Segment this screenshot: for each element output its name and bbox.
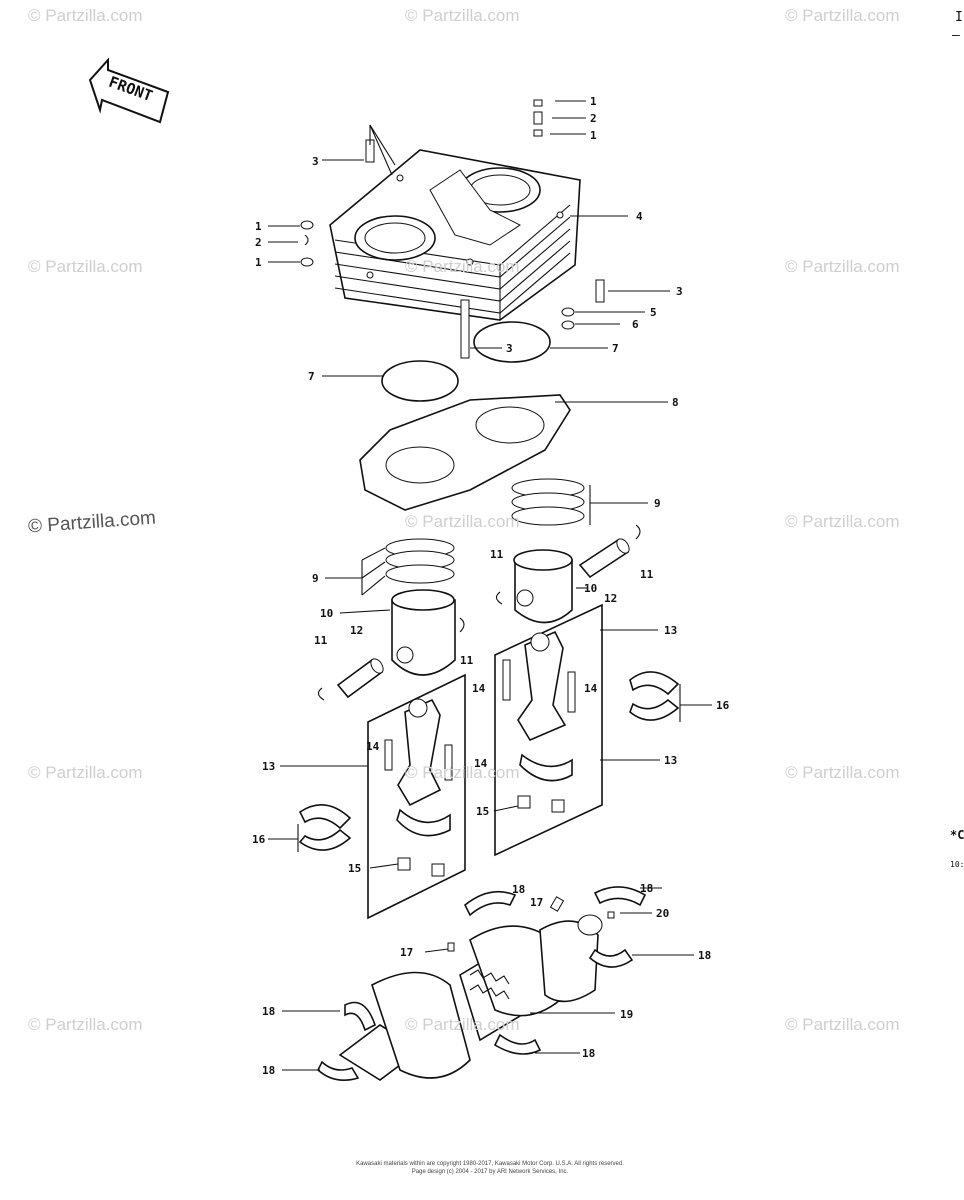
piston-pin-right: [578, 538, 630, 579]
callout-label: 18: [512, 883, 525, 896]
watermark: © Partzilla.com: [28, 257, 143, 276]
callout-label: 10: [320, 607, 333, 620]
copyright-line-1: Kawasaki materials within are copyright …: [356, 1161, 624, 1167]
callout-label: 2: [590, 112, 597, 125]
watermark: © Partzilla.com: [405, 6, 520, 25]
callout-label: 13: [664, 624, 677, 637]
o-ring-right: [473, 321, 551, 363]
watermark: © Partzilla.com: [785, 1015, 900, 1034]
copyright-footer: Kawasaki materials within are copyright …: [340, 1160, 640, 1176]
watermark: © Partzilla.com: [405, 257, 520, 276]
callout-label: 1: [590, 95, 597, 108]
callout-label: 3: [506, 342, 513, 355]
connecting-rod-left: [384, 698, 453, 877]
watermark: © Partzilla.com: [405, 763, 520, 782]
callout-label: 11: [490, 548, 504, 561]
clip-2: [459, 617, 465, 633]
clip-3: [495, 591, 503, 605]
piston-pin-left: [336, 658, 384, 699]
callout-label: 12: [350, 624, 363, 637]
edge-text: –: [952, 28, 960, 43]
clip-1: [317, 687, 325, 701]
watermark: © Partzilla.com: [28, 763, 143, 782]
cylinder-block: [329, 149, 581, 321]
watermark: © Partzilla.com: [405, 1015, 520, 1034]
crankshaft: [338, 914, 603, 1081]
callout-label: 18: [640, 882, 653, 895]
o-ring-left: [381, 360, 459, 402]
callout-label: 14: [366, 740, 380, 753]
callout-label: 20: [656, 907, 669, 920]
callout-label: 17: [530, 896, 543, 909]
callout-label: 7: [612, 342, 619, 355]
callout-label: 5: [650, 306, 657, 319]
callout-label: 18: [582, 1047, 595, 1060]
clip-4: [635, 524, 641, 540]
watermark: © Partzilla.com: [785, 6, 900, 25]
watermark: © Partzilla.com: [405, 512, 520, 531]
callout-label: 1: [255, 256, 262, 269]
callout-label: 7: [308, 370, 315, 383]
callout-label: 19: [620, 1008, 633, 1021]
callout-label: 11: [314, 634, 328, 647]
con-rod-box-right: [494, 603, 603, 857]
callout-label: 18: [262, 1005, 275, 1018]
piston-rings-right: [511, 478, 585, 526]
callout-label: 15: [348, 862, 361, 875]
callout-label: 3: [312, 155, 319, 168]
callout-label: 3: [676, 285, 683, 298]
callout-label: 18: [698, 949, 711, 962]
con-rod-box-left: [367, 673, 466, 920]
callout-label: 14: [472, 682, 486, 695]
callout-label: 14: [474, 757, 488, 770]
main-bearings: [317, 886, 647, 1081]
callout-label: 1: [590, 129, 597, 142]
callout-label: 17: [400, 946, 413, 959]
watermark: © Partzilla.com: [785, 763, 900, 782]
callout-label: 9: [312, 572, 319, 585]
copyright-line-2: Page design (c) 2004 - 2017 by ARI Netwo…: [411, 1169, 569, 1175]
watermark: © Partzilla.com: [28, 6, 143, 25]
callout-label: 15: [476, 805, 489, 818]
callout-label: 2: [255, 236, 262, 249]
front-arrow-icon: FRONT: [88, 57, 170, 124]
callout-label: 11: [640, 568, 654, 581]
callout-label: 9: [654, 497, 661, 510]
callout-label: 8: [672, 396, 679, 409]
stud-bolts: [300, 99, 605, 359]
connecting-rod-right: [502, 630, 576, 813]
watermark: © Partzilla.com: [785, 512, 900, 531]
callout-label: 13: [262, 760, 275, 773]
edge-text: I: [955, 10, 963, 25]
bearing-inserts-left: [298, 804, 352, 851]
callout-label: 6: [632, 318, 639, 331]
piston-left: [391, 589, 456, 676]
callout-label: 11: [460, 654, 474, 667]
callout-label: 16: [252, 833, 266, 846]
callout-label: 14: [584, 682, 598, 695]
piston-right: [513, 549, 573, 624]
watermark: © Partzilla.com: [785, 257, 900, 276]
callout-labels: 1 2 1 3 4 1 2 1 3 5 6 3 7 7 8 9 11 10 11…: [252, 95, 730, 1077]
callout-label: 12: [604, 592, 617, 605]
edge-text: 10:: [950, 860, 964, 869]
piston-rings-left: [385, 538, 455, 584]
callout-label: 16: [716, 699, 730, 712]
callout-label: 10: [584, 582, 597, 595]
callout-label: 4: [636, 210, 643, 223]
leader-lines: [268, 100, 712, 1071]
bearing-inserts-right: [629, 671, 680, 721]
callout-label: 1: [255, 220, 262, 233]
cylinder-base-gasket: [359, 394, 571, 511]
watermark: © Partzilla.com: [28, 1015, 143, 1034]
callout-label: 18: [262, 1064, 275, 1077]
callout-label: 13: [664, 754, 677, 767]
edge-text: *C: [950, 828, 964, 842]
